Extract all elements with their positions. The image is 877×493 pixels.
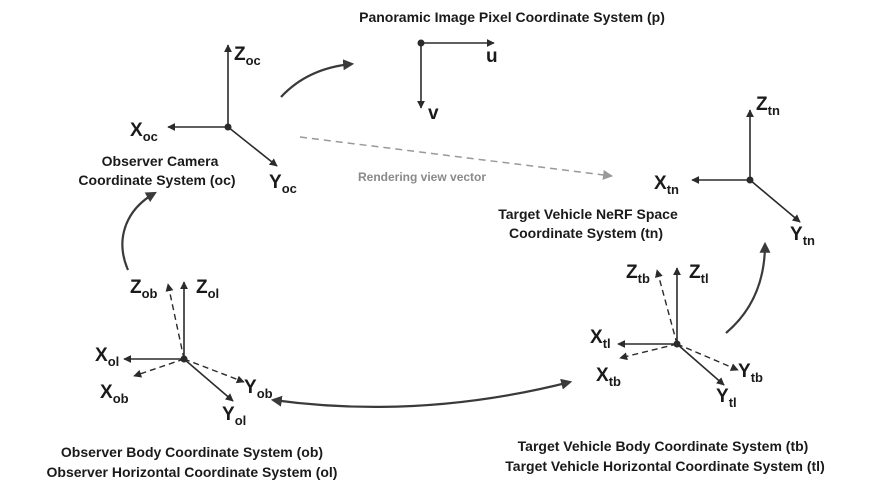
oc-title-line2: Coordinate System (oc) — [78, 172, 235, 188]
y-oc-arrow — [227, 126, 278, 167]
y-tl-label: Ytl — [716, 386, 737, 410]
x-ob-label: Xob — [100, 382, 129, 406]
observer-body-title-line1: Observer Body Coordinate System (ob) — [61, 444, 323, 460]
z-tl-label: Ztl — [689, 262, 709, 286]
y-ob-arrow — [183, 358, 245, 384]
z-tb-label: Ztb — [626, 262, 650, 286]
observer-body-title-line2: Observer Horizontal Coordinate System (o… — [47, 464, 338, 480]
y-ol-label: Yol — [222, 404, 246, 428]
v-axis-label: v — [428, 103, 439, 124]
x-oc-label: Xoc — [130, 120, 158, 144]
observer-target-link-arrow — [270, 378, 573, 408]
panoramic-pixel-frame: Panoramic Image Pixel Coordinate System … — [359, 9, 665, 124]
rendering-view-vector-label: Rendering view vector — [358, 170, 486, 184]
y-tb-arrow — [676, 343, 739, 371]
z-ob-arrow — [165, 283, 185, 360]
camera-to-panoramic-arrow — [280, 59, 355, 98]
u-axis-label: u — [486, 46, 498, 67]
target-nerf-frame: Ztn Xtn Ytn Target Vehicle NeRF Space Co… — [498, 94, 815, 248]
y-tl-arrow — [676, 343, 725, 386]
z-oc-label: Zoc — [234, 44, 261, 68]
z-ol-label: Zol — [196, 277, 219, 301]
y-ol-arrow — [183, 358, 234, 402]
target-body-frame: Ztb Ztl Xtl Xtb Ytb Ytl Target Vehicle B… — [505, 262, 824, 474]
z-ob-label: Zob — [130, 277, 158, 301]
y-oc-label: Yoc — [269, 172, 297, 196]
x-tl-label: Xtl — [590, 327, 611, 351]
observer-body-to-camera-arrow — [121, 191, 157, 271]
x-tb-arrow — [619, 343, 678, 361]
tn-title-line1: Target Vehicle NeRF Space — [498, 206, 678, 222]
x-tn-label: Xtn — [654, 173, 679, 197]
target-body-title-line2: Target Vehicle Horizontal Coordinate Sys… — [505, 458, 824, 474]
target-body-title-line1: Target Vehicle Body Coordinate System (t… — [518, 438, 809, 454]
y-tn-arrow — [749, 179, 801, 223]
x-tb-label: Xtb — [596, 365, 621, 389]
panoramic-frame-title: Panoramic Image Pixel Coordinate System … — [359, 9, 665, 25]
z-tn-label: Ztn — [756, 94, 780, 118]
x-ob-arrow — [133, 358, 185, 378]
tn-title-line2: Coordinate System (tn) — [509, 225, 663, 241]
target-body-to-nerf-arrow — [725, 241, 771, 334]
y-tn-label: Ytn — [790, 224, 815, 248]
rendering-view-vector-arrow — [299, 136, 613, 180]
observer-camera-frame: Zoc Xoc Yoc Observer Camera Coordinate S… — [78, 44, 296, 196]
z-tb-arrow — [655, 269, 678, 345]
y-ob-label: Yob — [244, 377, 273, 401]
x-ol-label: Xol — [95, 345, 119, 369]
observer-body-frame: Zob Zol Xol Xob Yob Yol Observer Body Co… — [47, 277, 338, 480]
oc-title-line1: Observer Camera — [102, 153, 219, 169]
y-tb-label: Ytb — [738, 361, 763, 385]
